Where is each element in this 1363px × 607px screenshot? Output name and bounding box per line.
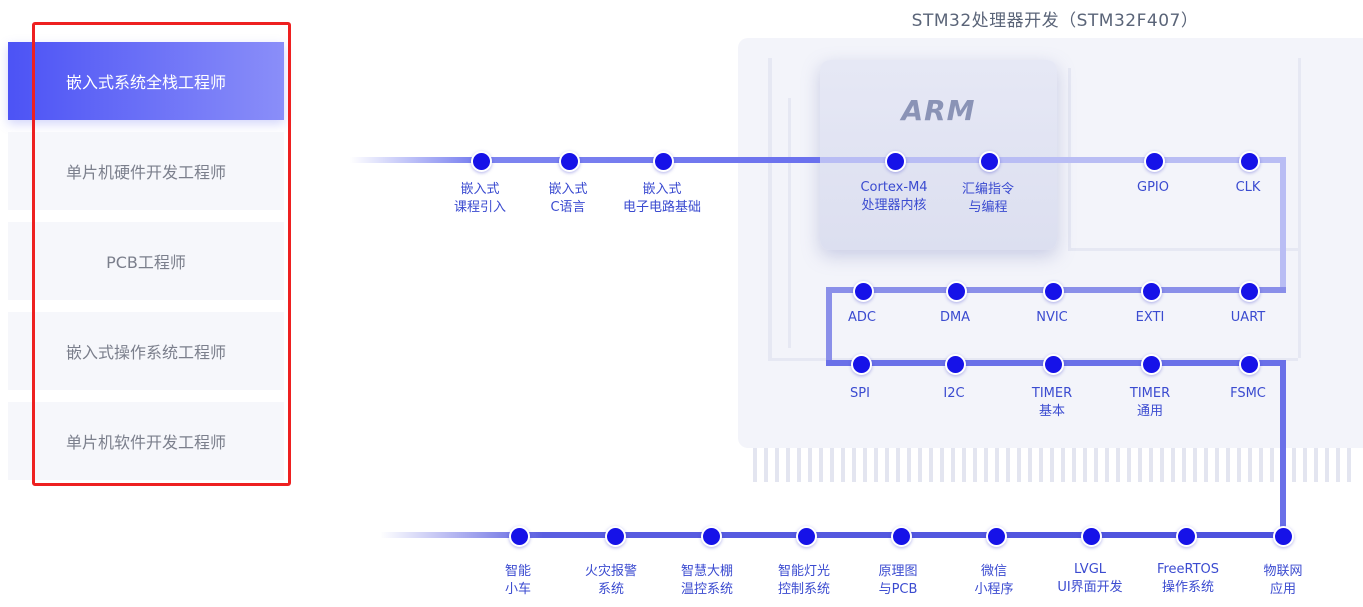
roadmap-node[interactable] — [885, 151, 906, 172]
sidebar-item-label: 嵌入式操作系统工程师 — [65, 343, 226, 362]
roadmap-node[interactable] — [986, 526, 1007, 547]
roadmap-node[interactable] — [979, 151, 1000, 172]
roadmap-node-label: 汇编指令与编程 — [961, 182, 1014, 215]
roadmap-node-label: 智能小车 — [504, 564, 531, 597]
roadmap-node[interactable] — [471, 151, 492, 172]
roadmap-node-label: NVIC — [1036, 310, 1068, 325]
roadmap-node[interactable] — [1043, 354, 1064, 375]
sidebar-item-embedded-fullstack[interactable]: 嵌入式系统全栈工程师 — [8, 42, 284, 120]
arm-core-block — [820, 60, 1057, 250]
roadmap-node[interactable] — [1273, 526, 1294, 547]
roadmap-node-label: UART — [1230, 310, 1266, 325]
sidebar-item-label: 单片机硬件开发工程师 — [65, 163, 226, 182]
sidebar-item-label: PCB工程师 — [106, 253, 186, 272]
roadmap-node-label: I2C — [943, 386, 965, 401]
chip-title: STM32处理器开发（STM32F407） — [911, 11, 1199, 31]
sidebar-item-pcb[interactable]: PCB工程师 — [8, 222, 284, 300]
chip-pins-bottom — [753, 448, 1358, 482]
roadmap-node-label: 物联网应用 — [1263, 564, 1303, 597]
track-row1-left — [350, 157, 820, 163]
roadmap-node-label: 嵌入式课程引入 — [453, 182, 506, 215]
roadmap-node[interactable] — [945, 354, 966, 375]
roadmap-node[interactable] — [701, 526, 722, 547]
track-row4 — [380, 532, 1286, 538]
roadmap-node[interactable] — [1239, 281, 1260, 302]
circuit-trace — [1068, 248, 1298, 251]
roadmap-node[interactable] — [1141, 354, 1162, 375]
roadmap-node[interactable] — [653, 151, 674, 172]
track-connector-1 — [1280, 157, 1286, 293]
roadmap-node-label: 原理图与PCB — [878, 564, 918, 597]
roadmap-node[interactable] — [509, 526, 530, 547]
roadmap-node[interactable] — [851, 354, 872, 375]
roadmap-node-label: ADC — [848, 310, 876, 325]
sidebar-item-label: 单片机软件开发工程师 — [65, 433, 226, 452]
roadmap-node-label: GPIO — [1137, 180, 1169, 195]
roadmap-node-label: DMA — [939, 310, 971, 325]
sidebar-item-label: 嵌入式系统全栈工程师 — [65, 73, 226, 92]
roadmap-node[interactable] — [1043, 281, 1064, 302]
roadmap-node[interactable] — [1141, 281, 1162, 302]
roadmap-node-label: EXTI — [1135, 310, 1165, 325]
roadmap-node-label: 嵌入式电子电路基础 — [622, 182, 701, 215]
roadmap-node[interactable] — [946, 281, 967, 302]
roadmap-node[interactable] — [796, 526, 817, 547]
circuit-trace — [788, 98, 791, 348]
roadmap-node[interactable] — [1176, 526, 1197, 547]
track-connector-2 — [826, 287, 832, 366]
circuit-trace — [1298, 58, 1301, 358]
roadmap-node[interactable] — [1239, 151, 1260, 172]
roadmap-node[interactable] — [853, 281, 874, 302]
roadmap-node-label: 智能灯光控制系统 — [777, 564, 830, 597]
roadmap-node[interactable] — [605, 526, 626, 547]
track-connector-3 — [1280, 360, 1286, 538]
track-row1-right — [820, 157, 1286, 163]
circuit-trace — [768, 58, 772, 358]
sidebar-item-embedded-os[interactable]: 嵌入式操作系统工程师 — [8, 312, 284, 390]
roadmap-node[interactable] — [1144, 151, 1165, 172]
roadmap-node[interactable] — [1081, 526, 1102, 547]
arm-logo: ARM — [901, 94, 976, 127]
roadmap-node-label: CLK — [1235, 180, 1261, 195]
roadmap-node[interactable] — [559, 151, 580, 172]
sidebar-item-mcu-software[interactable]: 单片机软件开发工程师 — [8, 402, 284, 480]
roadmap-node[interactable] — [891, 526, 912, 547]
roadmap-node-label: 智慧大棚温控系统 — [680, 564, 733, 597]
roadmap-node-label: 火灾报警系统 — [584, 564, 637, 597]
roadmap-node-label: SPI — [850, 386, 870, 401]
roadmap-node[interactable] — [1239, 354, 1260, 375]
sidebar-item-mcu-hardware[interactable]: 单片机硬件开发工程师 — [8, 132, 284, 210]
roadmap-node-label: FSMC — [1230, 386, 1266, 401]
circuit-trace — [768, 358, 1298, 361]
roadmap-node-label: 微信小程序 — [974, 564, 1014, 597]
